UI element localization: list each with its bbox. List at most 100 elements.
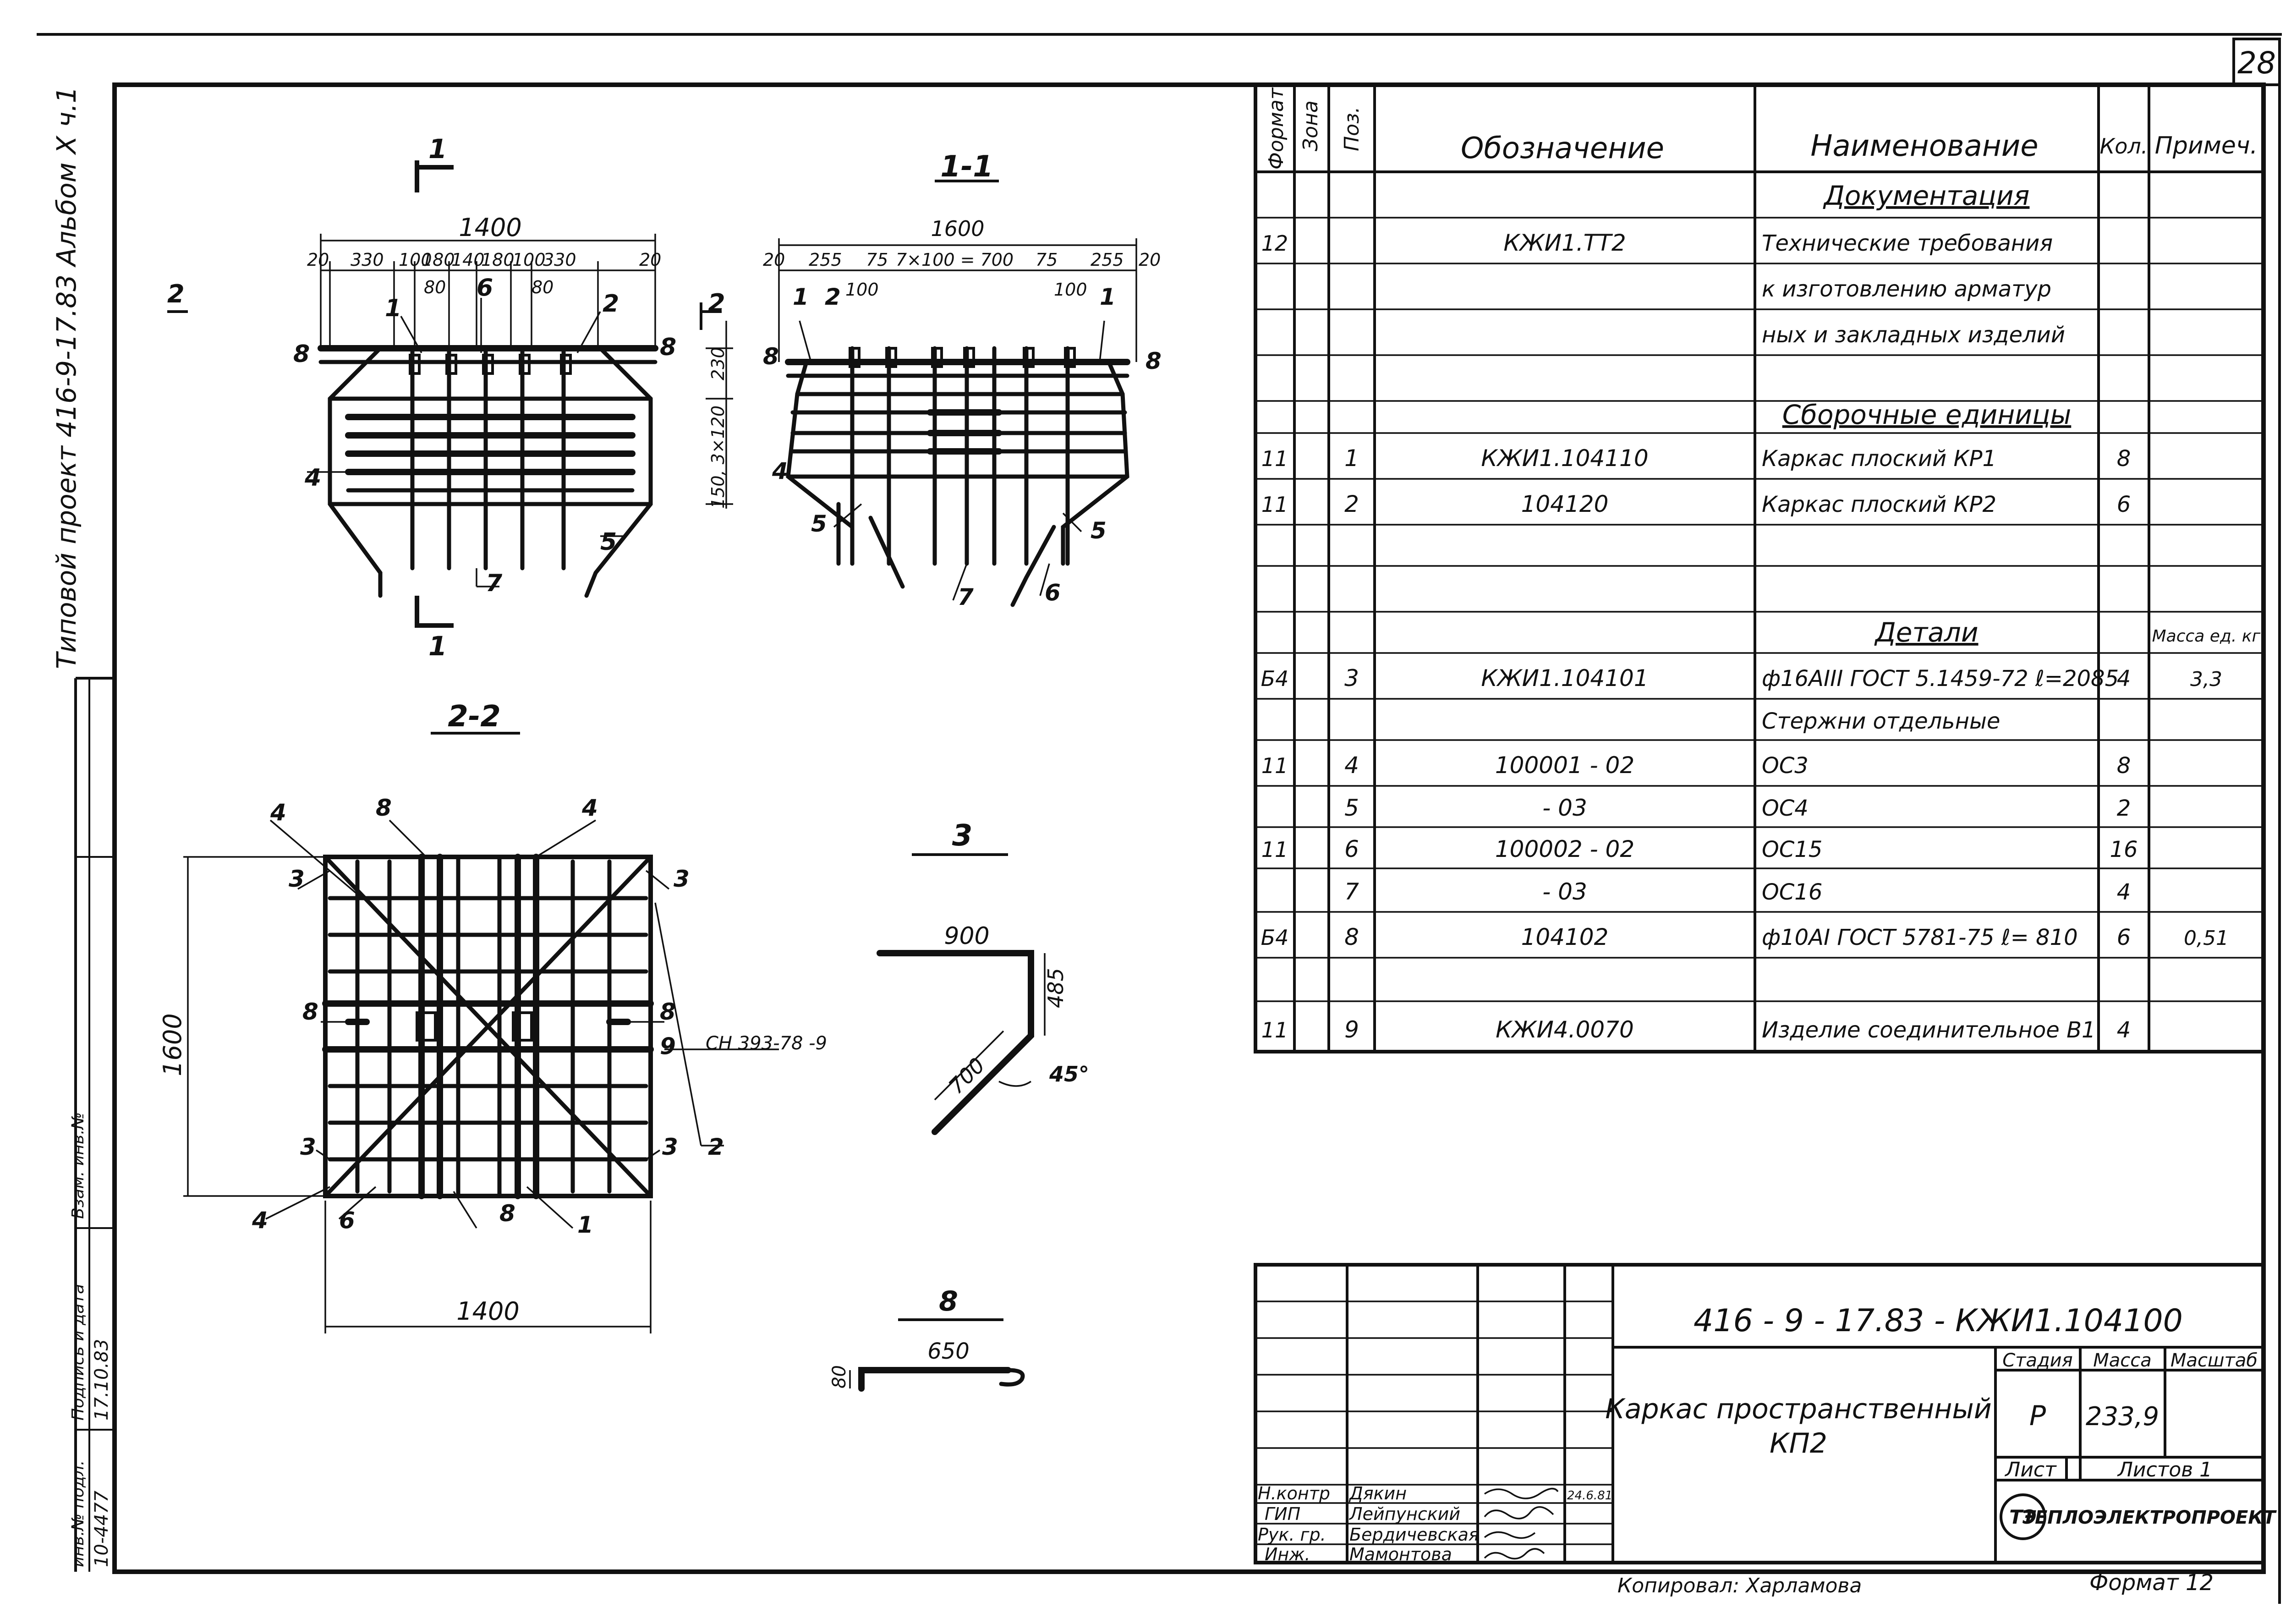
spec-cell-name: Документация [1823, 180, 2030, 211]
header-designation: Обозначение [1461, 132, 1664, 165]
detail-3-dim-top: 900 [944, 922, 989, 950]
callout-8-right: 8 [1146, 348, 1162, 374]
detail-8 [849, 1318, 1025, 1392]
spec-cell-fmt: 11 [1261, 837, 1288, 862]
header-qty: Кол. [2100, 134, 2148, 159]
spec-cell-pos: 8 [1344, 924, 1359, 950]
spec-cell-name: ф10АI ГОСТ 5781-75 ℓ= 810 [1762, 925, 2078, 950]
dim-255-right: 255 [1091, 250, 1124, 270]
callout-2: 2 [603, 290, 619, 318]
spec-cell-pos: 1 [1344, 445, 1359, 472]
view-2-2-cut-top: 1 [428, 133, 447, 165]
callout-8-right: 8 [660, 334, 676, 361]
side-title: Типовой проект 416-9-17.83 Альбом X ч.1 [51, 86, 82, 669]
callout-8-mid-right: 8 [660, 999, 676, 1025]
plan-callouts: 4 8 4 3 3 8 8 9 3 3 2 4 6 8 1 [252, 795, 724, 1238]
spec-cell-note: 3,3 [2190, 668, 2222, 691]
side-stamp-replace: Взам. инв.№ [69, 1112, 88, 1219]
dim-100-left: 100 [399, 250, 432, 270]
side-stamp-date: 17.10.83 [91, 1339, 112, 1421]
callout-4: 4 [772, 458, 788, 484]
spec-cell-fmt: 12 [1261, 231, 1288, 256]
signer-name-1: Дякин [1348, 1483, 1407, 1503]
spec-cell-code: КЖИ4.0070 [1496, 1016, 1634, 1043]
spec-cell-fmt: 11 [1261, 1018, 1288, 1042]
detail-8-title: 8 [939, 1285, 958, 1317]
spec-cell-fmt: 11 [1261, 446, 1288, 471]
callout-3-bottom-left: 3 [300, 1134, 316, 1160]
callout-3-top-left: 3 [289, 866, 305, 892]
detail-3-title: 3 [952, 819, 973, 853]
callout-4-top-left: 4 [270, 799, 286, 826]
callout-6: 6 [477, 274, 493, 302]
detail-3-dim-side: 485 [1043, 968, 1068, 1008]
spec-cell-name: ОС16 [1762, 879, 1822, 905]
spec-cell-code: - 03 [1542, 878, 1587, 905]
spec-cell-name: к изготовлению арматур [1762, 276, 2051, 302]
copied-by: Копировал: Харламова [1617, 1574, 1862, 1597]
spec-cell-note: Масса ед. кг [2152, 627, 2261, 646]
signatures [1484, 1487, 1559, 1560]
spec-cell-name: Сборочные единицы [1782, 399, 2072, 430]
spec-cell-name: ОС3 [1762, 753, 1809, 779]
dim-140: 140 [451, 250, 485, 270]
plan-dim-left: 1600 [158, 1013, 187, 1076]
side-stamp-number: 10-4477 [91, 1490, 112, 1567]
dim-20-right: 20 [1139, 250, 1161, 270]
view-1-1-callouts: 1 2 1 8 8 4 5 5 7 6 [763, 284, 1162, 610]
spec-cell-qty: 2 [2117, 796, 2131, 821]
callout-7: 7 [958, 584, 974, 610]
spec-cell-pos: 6 [1344, 836, 1359, 862]
plan-view [183, 819, 779, 1333]
detail-8-dim-len: 650 [927, 1339, 970, 1364]
view-2-2-side-right: 2 [708, 289, 725, 318]
spec-cell-name: ОС4 [1762, 796, 1809, 821]
view-1-1 [778, 180, 1137, 607]
spec-cell-qty: 6 [2117, 492, 2131, 517]
spec-cell-name: ф16АIII ГОСТ 5.1459-72 ℓ=2085 [1762, 666, 2119, 691]
callout-1-right: 1 [1100, 284, 1116, 310]
title-mass: 233,9 [2086, 1402, 2159, 1432]
side-strip [74, 677, 115, 1572]
callout-6: 6 [339, 1207, 355, 1234]
dim-100-right: 100 [1054, 280, 1087, 300]
dim-75-right: 75 [1036, 250, 1058, 270]
spec-cell-pos: 3 [1344, 665, 1359, 691]
signer-name-3: Бердичевская [1349, 1525, 1479, 1545]
view-2-2-dims: 20 330 100 180 140 180 100 330 20 80 80 … [307, 250, 728, 509]
spec-cell-pos: 9 [1344, 1016, 1359, 1043]
spec-cell-code: КЖИ1.ТТ2 [1503, 230, 1626, 256]
dim-20-left: 20 [763, 250, 785, 270]
callout-6: 6 [1045, 579, 1061, 606]
view-2-2 [167, 160, 733, 628]
dim-80-left: 80 [424, 277, 446, 297]
dim-180-left: 180 [422, 250, 455, 270]
title-signers: Н.контр Дякин 24.6.81 ГИП Лейпунский Рук… [1258, 1483, 1612, 1564]
detail-3-dim-diag: 700 [944, 1053, 990, 1099]
spec-cell-qty: 4 [2117, 666, 2131, 691]
spec-cell-fmt: 11 [1261, 753, 1288, 778]
dim-100-left: 100 [845, 280, 879, 300]
detail-3-angle: 45° [1049, 1062, 1089, 1086]
dim-230: 230 [708, 347, 728, 380]
page-number: 28 [2237, 45, 2276, 81]
callout-4-top-right: 4 [581, 795, 598, 821]
spec-cell-name: ОС15 [1762, 837, 1822, 862]
spec-cell-name: Стержни отдельные [1762, 708, 2000, 734]
callout-8-left: 8 [293, 340, 310, 368]
title-stage-label: Стадия [2002, 1350, 2072, 1371]
spec-cell-pos: 4 [1344, 752, 1359, 779]
callout-8-left: 8 [763, 343, 779, 370]
spec-cell-code: 104102 [1521, 924, 1609, 950]
title-mass-label: Масса [2093, 1350, 2152, 1371]
spec-cell-code: КЖИ1.104110 [1481, 445, 1648, 472]
header-format: Формат [1265, 87, 1288, 170]
spec-cell-pos: 7 [1344, 878, 1359, 905]
spec-cell-note: 0,51 [2184, 927, 2229, 950]
detail-8-dim-hook: 80 [829, 1365, 850, 1388]
callout-7: 7 [486, 570, 503, 597]
plan-ref-note: СН 393-78 -9 [706, 1033, 827, 1054]
signer-role-3: Рук. гр. [1258, 1525, 1326, 1545]
header-name: Наименование [1810, 129, 2038, 163]
